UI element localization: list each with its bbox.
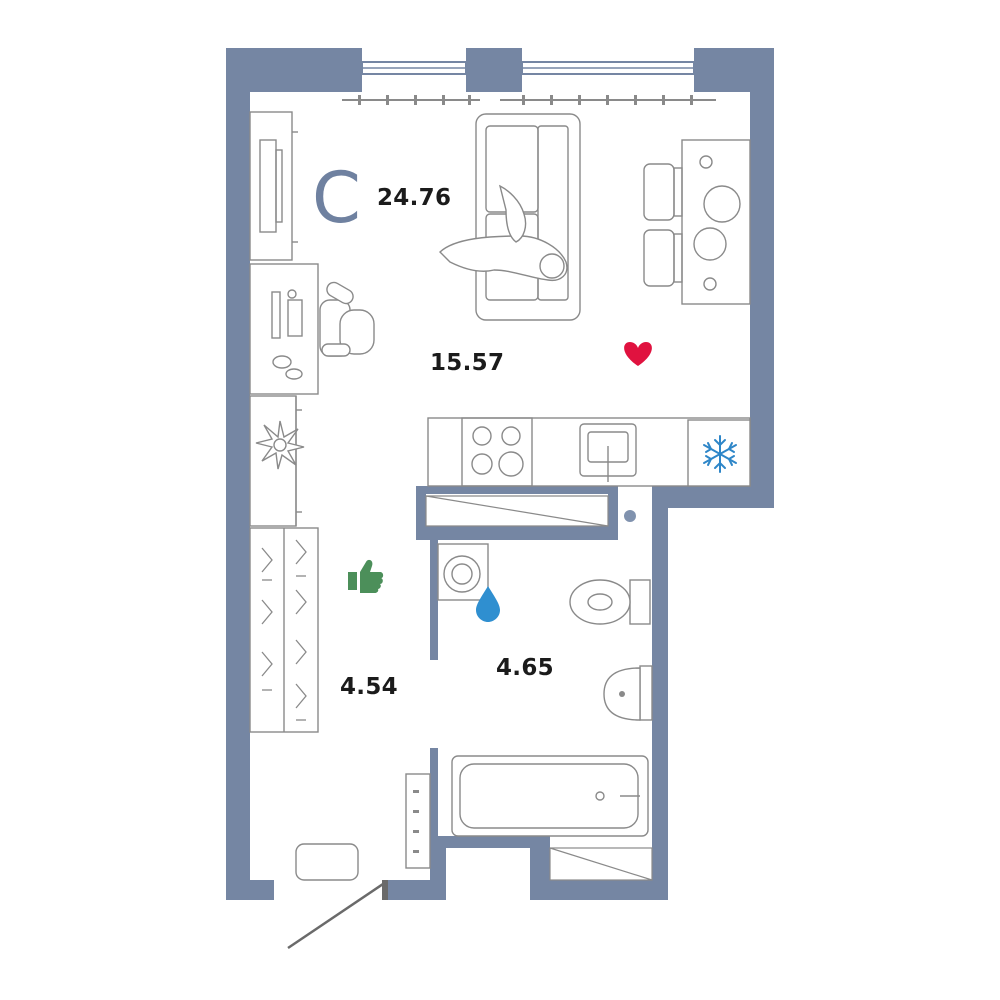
living-kitchen-area-label: 15.57 <box>430 350 505 376</box>
tv-unit <box>249 111 298 261</box>
bathroom-area-label: 4.65 <box>496 655 554 681</box>
wardrobe <box>249 527 319 733</box>
heart-icon <box>624 342 652 366</box>
dining-table <box>643 139 751 305</box>
walls <box>226 48 774 900</box>
sofa <box>438 113 581 321</box>
total-area-label: 24.76 <box>377 185 452 211</box>
windows <box>342 61 716 105</box>
apartment-type-badge: C <box>312 157 361 239</box>
door-mat <box>295 843 359 881</box>
plant-icon <box>255 420 305 470</box>
shoe-rack <box>405 773 431 869</box>
plant-shelf <box>249 395 305 527</box>
work-desk <box>249 263 375 395</box>
hallway-area-label: 4.54 <box>340 674 398 700</box>
entrance-door <box>287 880 388 950</box>
bathroom-fixtures <box>425 495 653 881</box>
thumbs-up-icon <box>348 559 384 593</box>
water-drop-icon <box>476 586 500 622</box>
snowflake-icon <box>703 435 737 473</box>
kitchen-counter <box>427 417 751 487</box>
